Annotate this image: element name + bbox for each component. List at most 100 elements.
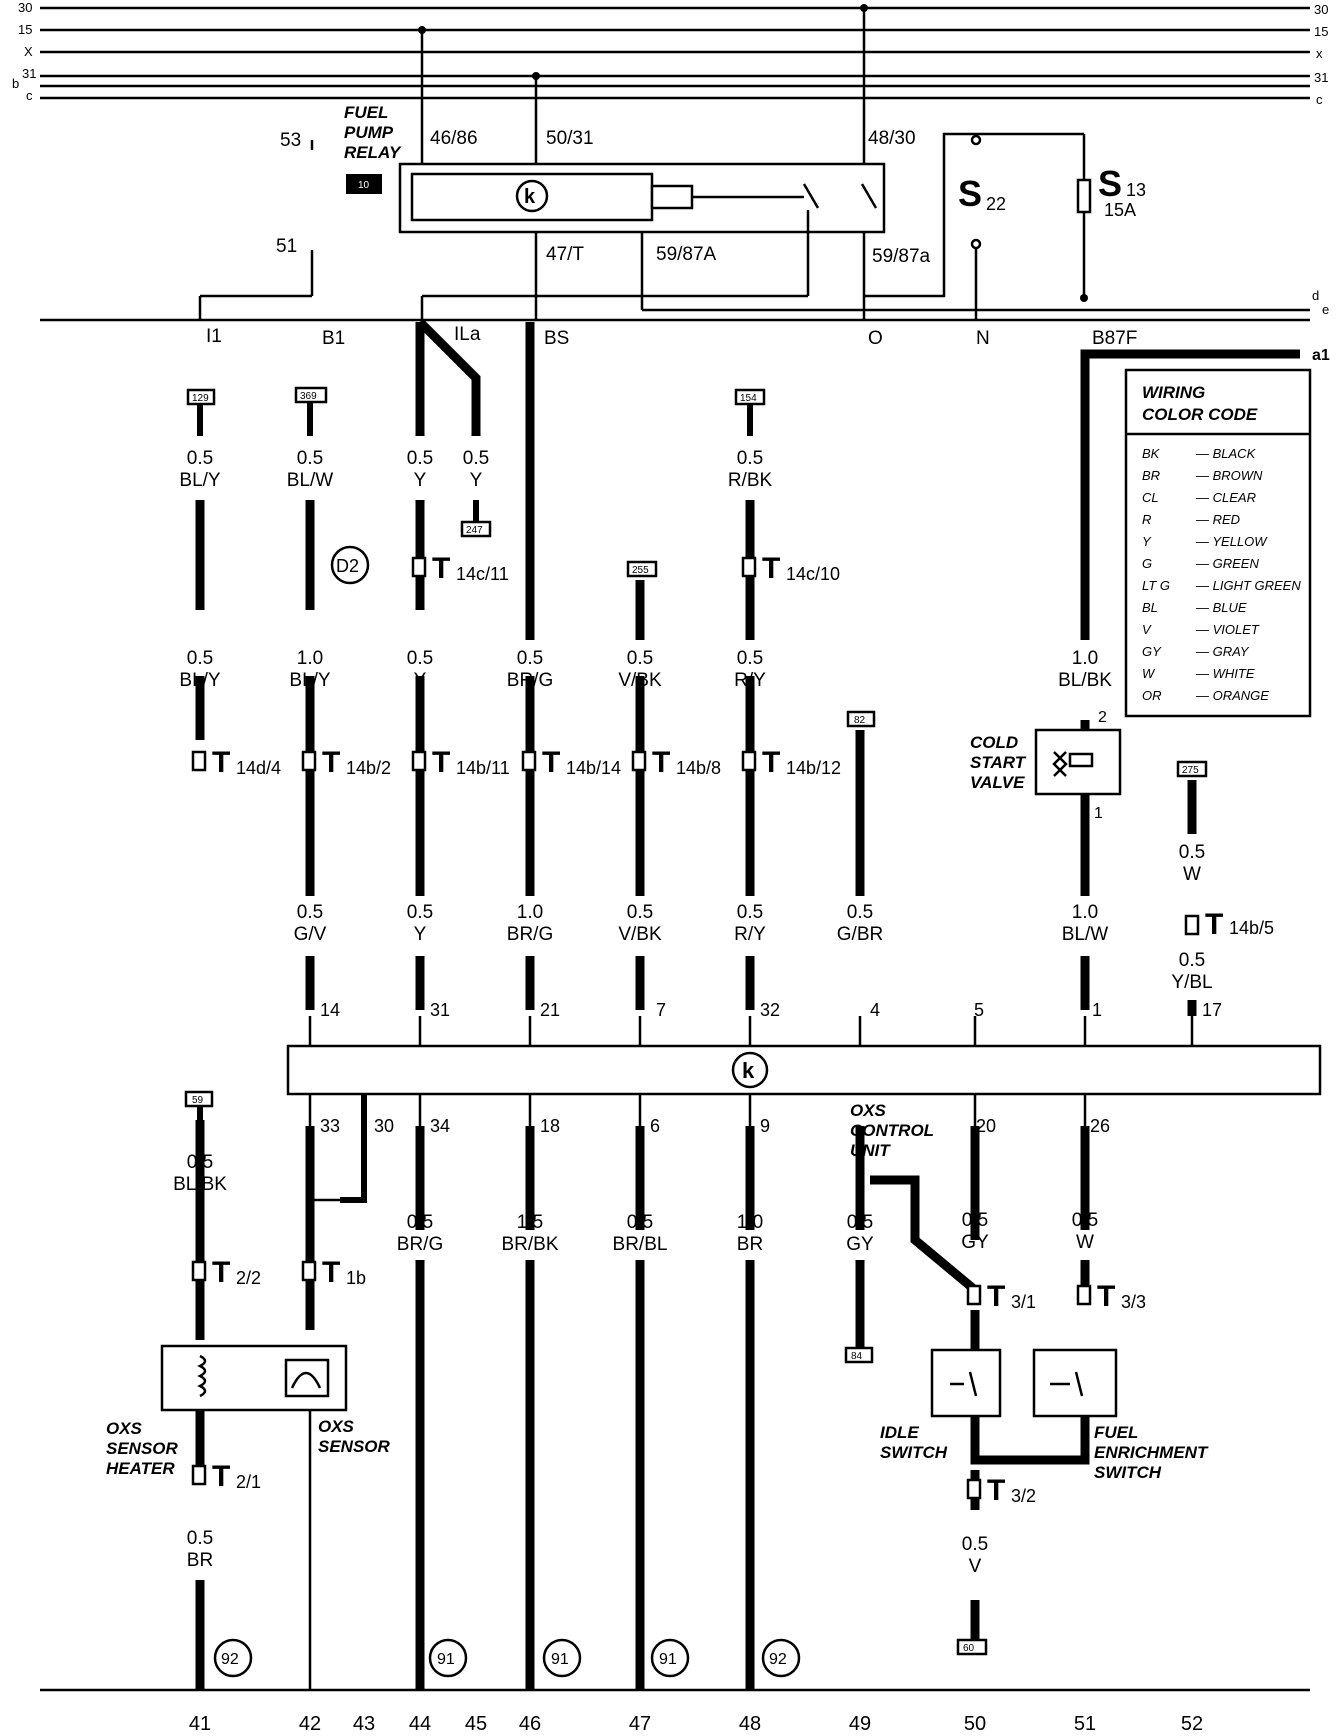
terminal-strip: I1 B1 ILa BS O N B87F a1 [40,318,1330,364]
bus-label-c: c [26,88,33,103]
wire-label: 1.0 [1072,902,1098,923]
svg-text:SENSOR: SENSOR [106,1439,179,1458]
wire-label: 0.5 [1179,842,1205,863]
svg-text:20: 20 [976,1116,996,1136]
wire-label: 0.5 [407,902,433,923]
svg-text:14b/11: 14b/11 [456,758,510,778]
ref-boxes: 129 369 154 247 255 82 275 59 84 60 [184,386,1208,1656]
bus-label-right-30: 30 [1314,2,1328,17]
wire-label: GY [846,1234,874,1255]
wire-label: R/Y [734,670,766,691]
svg-text:— RED: — RED [1195,512,1240,527]
wire-label: BR [737,1234,763,1255]
svg-text:33: 33 [320,1116,340,1136]
relay-pin-50-31: 50/31 [546,128,594,149]
svg-text:UNIT: UNIT [850,1141,891,1160]
ref-129: 129 [192,393,209,404]
wire-label: 0.5 [297,448,323,469]
svg-text:3/1: 3/1 [1011,1292,1036,1312]
wire-label: BL/W [1062,924,1109,945]
relay-pin-46-86: 46/86 [430,128,478,149]
wire-label: 0.5 [962,1210,988,1231]
relay-ref-box [346,174,382,194]
svg-text:1: 1 [1092,1000,1102,1020]
svg-text:— BROWN: — BROWN [1195,468,1263,483]
svg-text:14b/14: 14b/14 [566,758,621,778]
svg-text:— GRAY: — GRAY [1195,644,1250,659]
svg-text:LT G: LT G [1142,578,1170,593]
wire-label: W [1183,864,1201,885]
relay-pin-53: 53 [280,130,301,151]
circle-ref-d2: D2 [336,556,359,576]
svg-text:— ORANGE: — ORANGE [1195,688,1269,703]
svg-text:17: 17 [1202,1000,1222,1020]
svg-text:— YELLOW: — YELLOW [1195,534,1268,549]
wire-label: 1.5 [517,1212,543,1233]
svg-text:47: 47 [629,1713,651,1735]
svg-text:BK: BK [1142,446,1161,461]
wire-label: 0.5 [297,902,323,923]
bus-label-e: e [1322,302,1329,317]
ref-84: 84 [851,1351,863,1362]
fuel-enrichment-switch: FUEL ENRICHMENT SWITCH [1032,1348,1209,1482]
svg-text:CL: CL [1142,490,1159,505]
svg-text:45: 45 [465,1713,487,1735]
wire-label: BL/BK [173,1174,227,1195]
ref-154: 154 [740,393,757,404]
svg-text:31: 31 [430,1000,450,1020]
svg-text:COLD: COLD [970,733,1018,752]
svg-text:18: 18 [540,1116,560,1136]
svg-text:VALVE: VALVE [970,773,1025,792]
wire-label: 1.0 [1072,648,1098,669]
svg-text:— CLEAR: — CLEAR [1195,490,1256,505]
svg-text:W: W [1142,666,1156,681]
bottom-numbers: 41 42 43 44 45 46 47 48 49 50 51 52 [189,1713,1203,1735]
svg-text:V: V [1142,622,1152,637]
wire-label: 0.5 [737,648,763,669]
s22-sub: 22 [986,194,1006,214]
s13-sub: 13 [1126,180,1146,200]
wire-label: BR/BL [613,1234,668,1255]
wire-label: 0.5 [187,1528,213,1549]
svg-text:G: G [1142,556,1152,571]
svg-text:48: 48 [739,1713,761,1735]
ref-60: 60 [963,1643,975,1654]
wire-label: V/BK [618,670,662,691]
wire-label: BL/BK [1058,670,1112,691]
circle-ref-91c: 91 [659,1651,677,1668]
svg-text:50: 50 [964,1713,986,1735]
terminal-n: N [976,328,990,349]
svg-text:42: 42 [299,1713,321,1735]
svg-text:Y: Y [1142,534,1152,549]
svg-text:T: T [542,746,560,779]
svg-text:9: 9 [760,1116,770,1136]
terminal-bs: BS [544,328,569,349]
fuse-s13: S 13 15A [976,132,1146,302]
svg-text:— LIGHT GREEN: — LIGHT GREEN [1195,578,1301,593]
svg-text:T: T [212,1256,230,1289]
svg-text:5: 5 [974,1000,984,1020]
circle-refs: D2 92 91 91 91 92 [213,545,801,1678]
wire-label: BR/G [507,670,553,691]
svg-text:OXS: OXS [106,1419,143,1438]
wire-label: 0.5 [847,902,873,923]
wire-label: 0.5 [517,648,543,669]
relay-title-1: FUEL [344,103,388,122]
wire-label: 0.5 [463,448,489,469]
a1-label: a1 [1312,347,1330,364]
wires [195,318,1300,1690]
relay-pin-48-30: 48/30 [868,128,916,149]
svg-text:— GREEN: — GREEN [1195,556,1259,571]
terminal-b1: B1 [322,328,345,349]
bus-lines: 30 15 X 31 b c 30 15 x 31 c [12,0,1328,107]
wire-label: 0.5 [1072,1210,1098,1231]
svg-text:T: T [762,552,780,585]
wire-label: 1.0 [517,902,543,923]
ref-369: 369 [300,391,317,402]
wire-label: 0.5 [407,448,433,469]
svg-text:T: T [987,1474,1005,1507]
svg-text:2/2: 2/2 [236,1268,261,1288]
svg-text:43: 43 [353,1713,375,1735]
